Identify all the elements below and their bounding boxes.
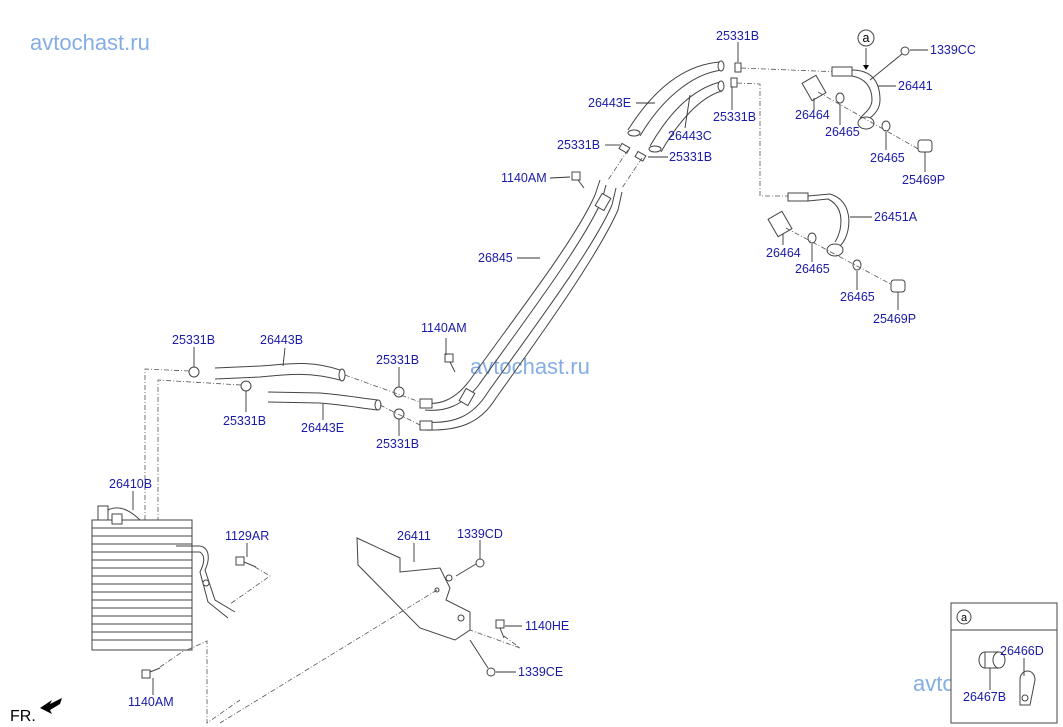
cap-25469P-upper	[917, 139, 933, 153]
callout-26464: 26464	[795, 108, 830, 122]
callout-25331B: 25331B	[223, 414, 266, 428]
callout-1140HE: 1140HE	[525, 619, 569, 633]
oil-cooler-26410B	[91, 505, 236, 651]
clamp-icon	[618, 62, 742, 162]
hose-26443E	[627, 60, 725, 137]
front-direction-indicator: FR.	[10, 698, 62, 725]
bolt-icon	[444, 353, 456, 373]
callout-26411: 26411	[397, 529, 431, 543]
callout-1339CD: 1339CD	[457, 527, 503, 541]
callout-26845: 26845	[478, 251, 513, 265]
callout-25331B: 25331B	[376, 437, 419, 451]
callout-1339CC: 1339CC	[930, 43, 976, 57]
callout-26465: 26465	[870, 151, 905, 165]
clip-icon	[1019, 670, 1036, 706]
callout-25469P: 25469P	[873, 312, 916, 326]
bolt-icon	[571, 171, 585, 189]
callout-1339CE: 1339CE	[518, 665, 563, 679]
cap-25469P-lower	[890, 279, 906, 293]
watermark-top-left: avtochast.ru	[30, 30, 150, 55]
detail-box-marker: a	[961, 612, 968, 624]
callout-26465: 26465	[825, 125, 860, 139]
callout-26441: 26441	[898, 79, 933, 93]
callout-25331B: 25331B	[716, 29, 759, 43]
callout-25469P: 25469P	[902, 173, 945, 187]
callout-26451A: 26451A	[874, 210, 918, 224]
callout-25331B: 25331B	[376, 353, 419, 367]
pipe-26441: a	[831, 29, 881, 130]
callout-26443B: 26443B	[260, 333, 303, 347]
bolt-1129AR	[235, 556, 257, 568]
nut-icon	[455, 558, 485, 577]
hose-26443C	[648, 80, 725, 153]
callout-25331B: 25331B	[713, 110, 756, 124]
bolt-26464-lower	[767, 210, 793, 238]
nut-icon	[469, 639, 496, 677]
callout-25331B: 25331B	[557, 138, 600, 152]
pipe-26451A	[787, 192, 850, 257]
callout-1140AM: 1140AM	[421, 321, 467, 335]
callout-26467B: 26467B	[963, 690, 1006, 704]
callout-26464: 26464	[766, 246, 801, 260]
bolt-26464-upper	[801, 74, 827, 102]
callout-26443E: 26443E	[301, 421, 344, 435]
callout-1129AR: 1129AR	[225, 529, 269, 543]
callout-26443C: 26443C	[668, 129, 712, 143]
detail-marker-a: a	[863, 31, 870, 45]
bolt-1140AM-lower	[141, 667, 161, 679]
tube-26845	[419, 179, 623, 431]
detail-box-a: a 26466D 26467B	[950, 602, 1058, 724]
grommet-icon	[978, 651, 1006, 669]
hose-26443B	[214, 363, 346, 382]
bolt-1140HE	[495, 619, 505, 639]
watermark-center: avtochast.ru	[470, 354, 590, 379]
callout-26443E: 26443E	[588, 96, 631, 110]
arrow-icon	[40, 698, 62, 714]
hose-26443E-lower	[267, 391, 382, 411]
nut-icon	[869, 46, 910, 81]
callout-1140AM: 1140AM	[501, 171, 547, 185]
callout-26465: 26465	[795, 262, 830, 276]
callout-26465: 26465	[840, 290, 875, 304]
callout-26466D: 26466D	[1000, 644, 1044, 658]
callout-26410B: 26410B	[109, 477, 152, 491]
bracket-26411	[356, 537, 471, 641]
direction-label: FR.	[10, 708, 36, 725]
washer-icon	[835, 92, 891, 132]
callout-1140AM: 1140AM	[128, 695, 174, 709]
callout-25331B: 25331B	[669, 150, 712, 164]
callout-25331B: 25331B	[172, 333, 215, 347]
